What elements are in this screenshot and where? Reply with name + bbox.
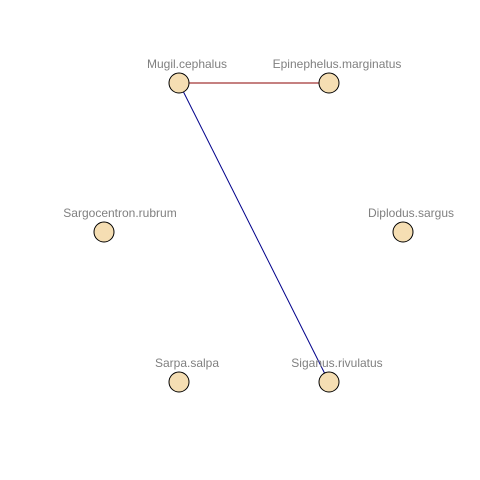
node-siganus-rivulatus[interactable]: Siganus.rivulatus <box>291 356 383 393</box>
node-label: Sargocentron.rubrum <box>63 206 176 220</box>
edges-layer <box>178 82 330 383</box>
node-label: Siganus.rivulatus <box>291 356 382 370</box>
node-circle[interactable] <box>168 371 190 393</box>
node-sargocentron-rubrum[interactable]: Sargocentron.rubrum <box>63 206 177 243</box>
node-sarpa-salpa[interactable]: Sarpa.salpa <box>155 356 219 393</box>
node-circle[interactable] <box>168 72 190 94</box>
node-epinephelus-marginatus[interactable]: Epinephelus.marginatus <box>273 57 402 94</box>
node-diplodus-sargus[interactable]: Diplodus.sargus <box>368 206 454 243</box>
node-label: Diplodus.sargus <box>368 206 454 220</box>
node-circle[interactable] <box>318 371 340 393</box>
node-circle[interactable] <box>318 72 340 94</box>
node-label: Sarpa.salpa <box>155 356 219 370</box>
node-label: Epinephelus.marginatus <box>273 57 402 71</box>
nodes-layer: Mugil.cephalus Epinephelus.marginatus Sa… <box>63 57 454 393</box>
node-mugil-cephalus[interactable]: Mugil.cephalus <box>147 57 227 94</box>
edge-mugil-siganus <box>178 82 330 383</box>
node-label: Mugil.cephalus <box>147 57 227 71</box>
node-circle[interactable] <box>93 221 115 243</box>
node-circle[interactable] <box>392 221 414 243</box>
